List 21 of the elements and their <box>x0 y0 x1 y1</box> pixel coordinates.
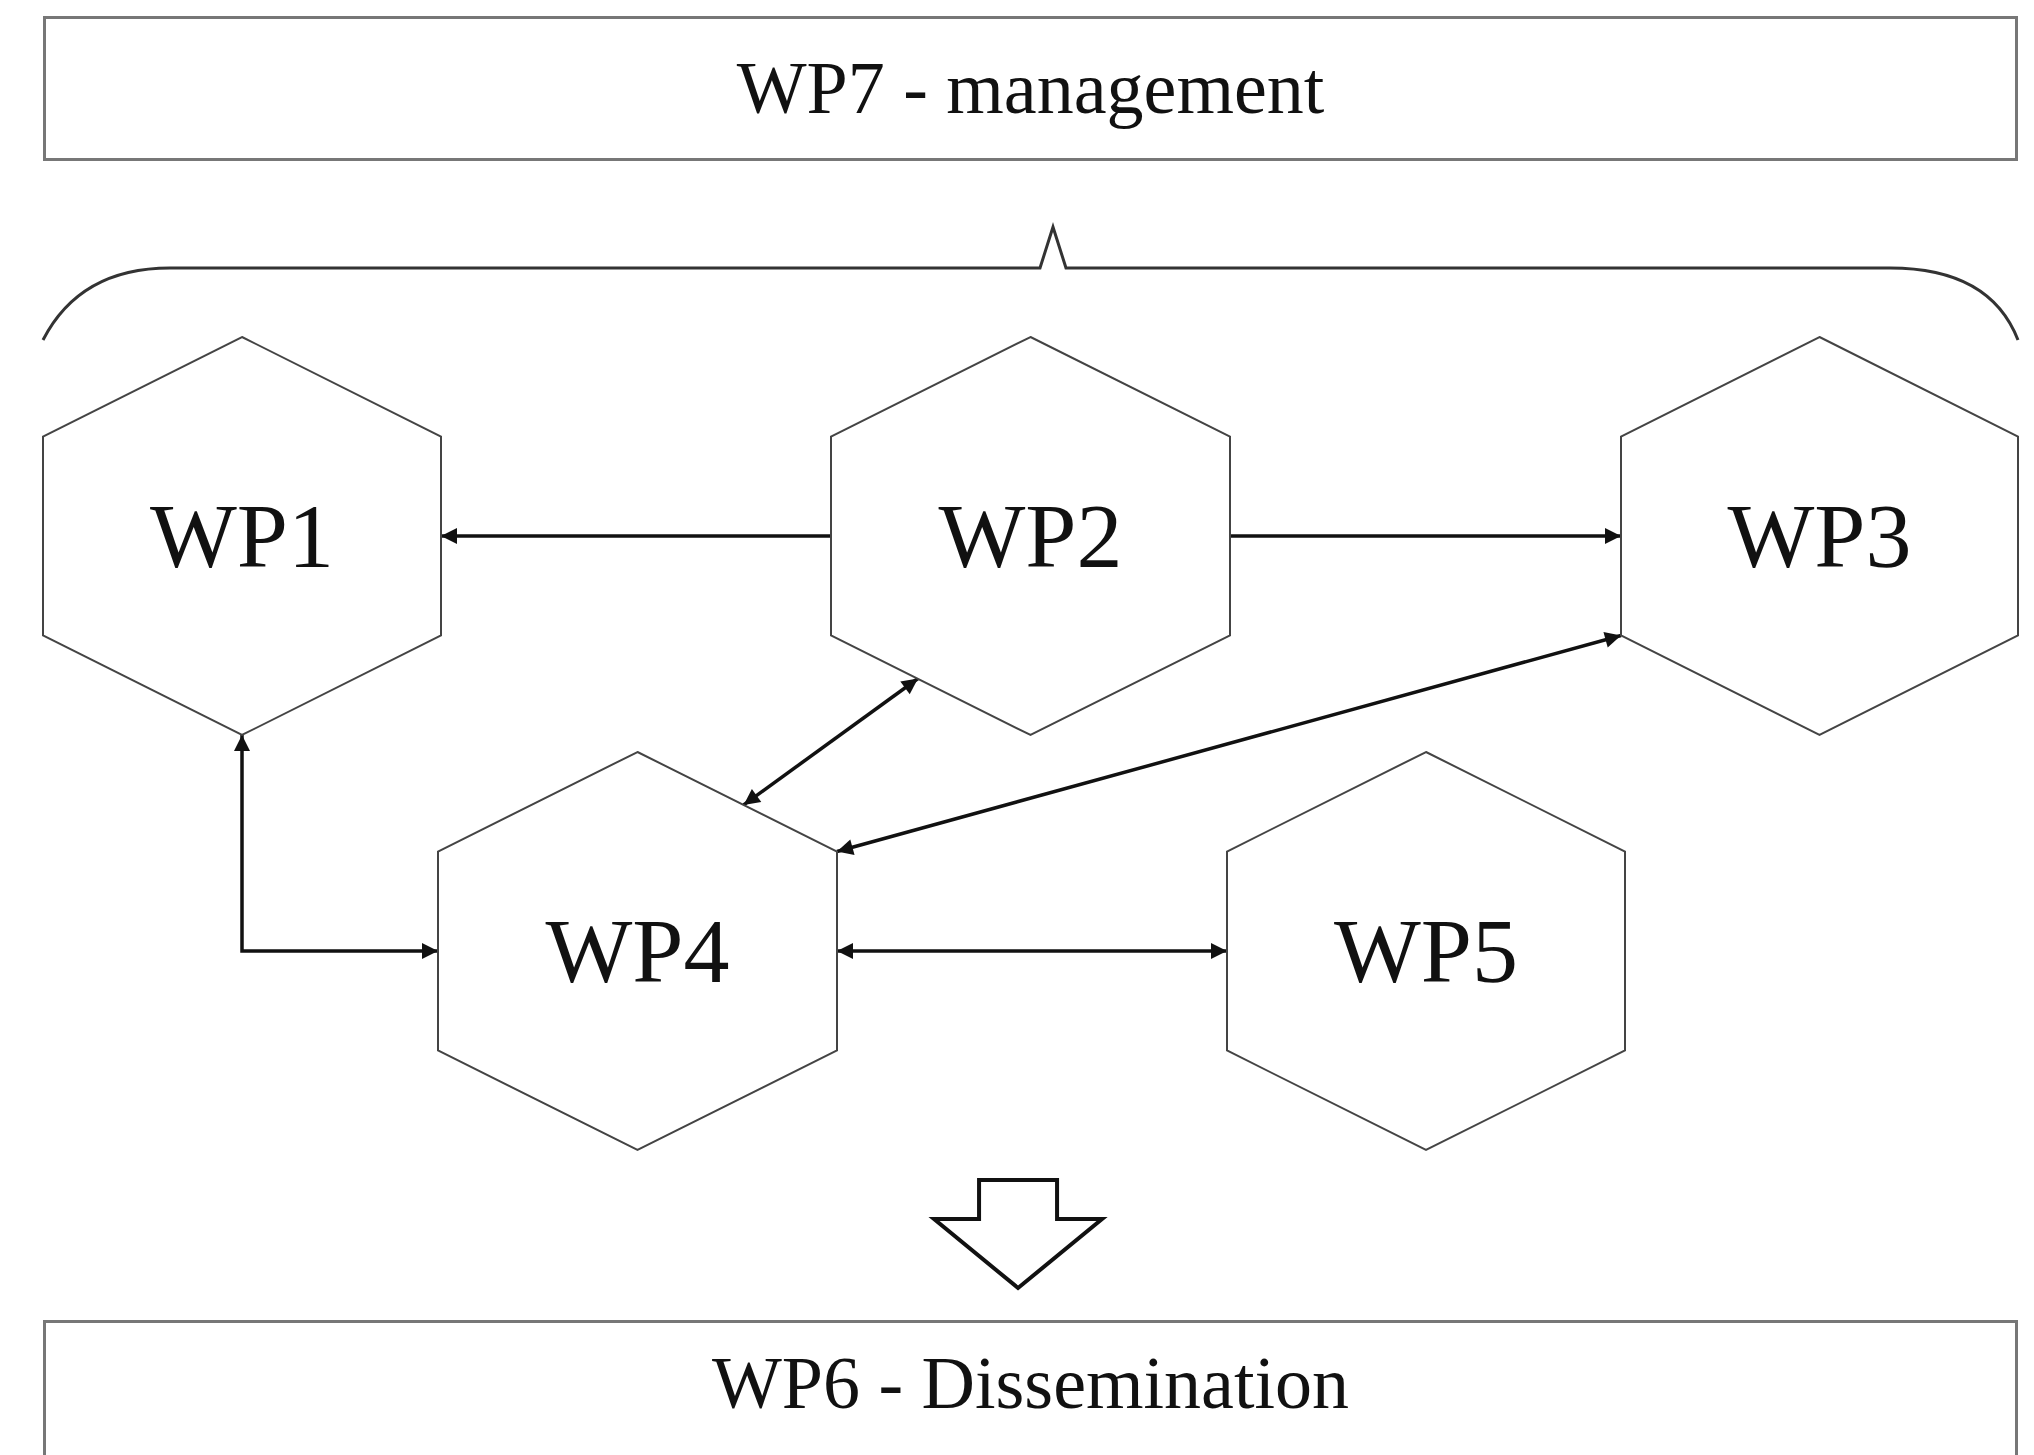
hexagon <box>438 752 837 1150</box>
work-package-label: WP2 <box>938 484 1123 589</box>
work-package-box <box>43 1320 2018 1455</box>
arrow <box>837 943 1227 959</box>
work-package-label: WP1 <box>150 484 334 589</box>
hexagon <box>831 337 1230 735</box>
hexagon <box>1227 752 1625 1150</box>
arrow <box>742 677 919 807</box>
work-package-label: WP3 <box>1727 484 1912 589</box>
work-package-box <box>43 16 2018 161</box>
hexagon <box>1621 337 2018 735</box>
work-package-label: WP4 <box>545 899 730 1004</box>
work-package-label: WP6 - Dissemination <box>711 1341 1350 1426</box>
arrow <box>836 632 1622 855</box>
work-package-label: WP7 - management <box>736 46 1325 131</box>
arrow <box>234 735 438 959</box>
block-arrow <box>928 1178 1108 1291</box>
hexagon <box>43 337 441 735</box>
arrow <box>441 528 831 544</box>
work-package-label: WP5 <box>1334 899 1518 1004</box>
arrow <box>1230 528 1621 544</box>
